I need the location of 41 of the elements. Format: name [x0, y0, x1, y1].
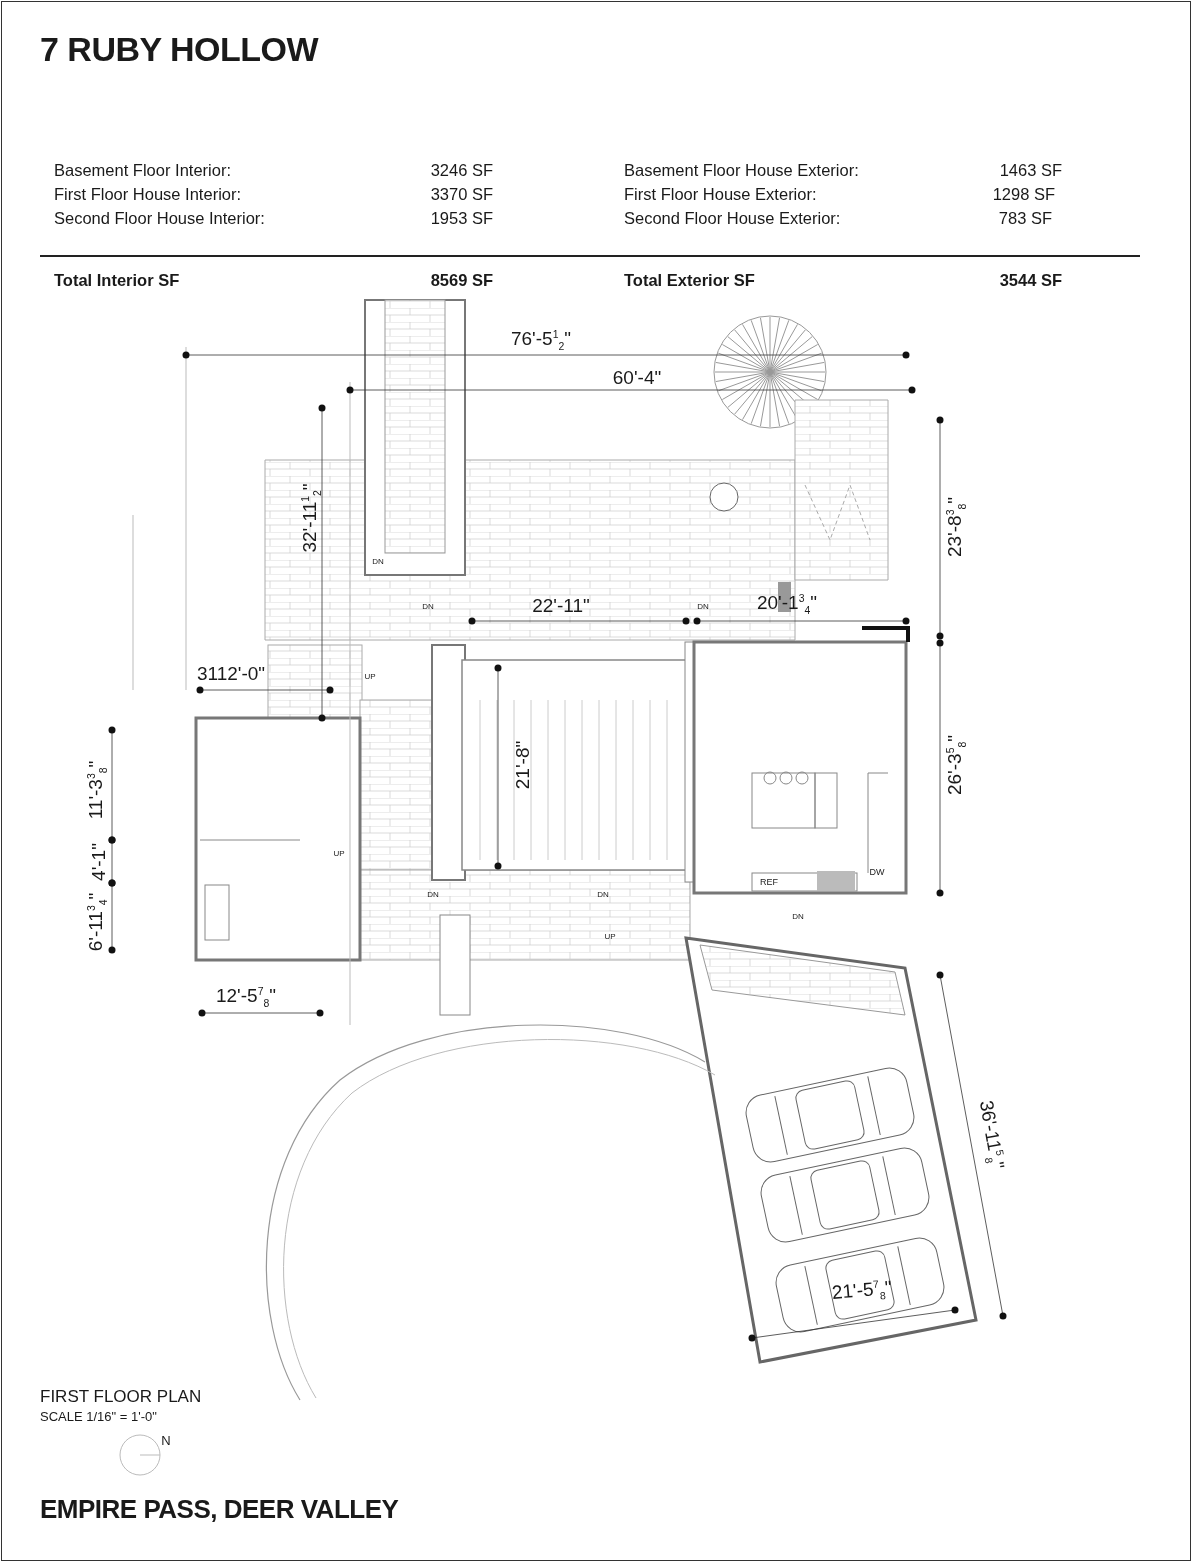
- dimension-label: 12'-5$^{7}$$_{8}$": [216, 986, 276, 1010]
- area-label: Second Floor House Interior:: [54, 209, 265, 227]
- dimension-label: DN: [792, 913, 804, 921]
- dimension-label: DN: [597, 891, 609, 899]
- dimension-label: 21'-5$^{7}$$_{8}$": [831, 1277, 893, 1305]
- area-value: 3246 SF: [430, 161, 493, 179]
- area-label: Total Exterior SF: [624, 271, 755, 289]
- north-label: N: [161, 1433, 171, 1447]
- dimension-label: DN: [372, 558, 384, 566]
- area-value: 1463 SF: [999, 161, 1062, 179]
- dimension-label: 20'-1$^{3}$$_{4}$": [757, 593, 817, 617]
- area-label: Basement Floor Interior:: [54, 161, 231, 179]
- dimension-label: REF: [760, 877, 778, 887]
- dimension-label: DW: [869, 867, 885, 877]
- area-value: 8569 SF: [430, 271, 493, 289]
- area-label: Basement Floor House Exterior:: [624, 161, 859, 179]
- area-label: First Floor House Interior:: [54, 185, 242, 203]
- area-value: 3370 SF: [430, 185, 493, 203]
- dimension-label: UP: [333, 850, 345, 858]
- area-value: 1953 SF: [430, 209, 493, 227]
- dimension-label: DN: [422, 603, 434, 611]
- location-caption: EMPIRE PASS, DEER VALLEY: [40, 1494, 399, 1525]
- plan-label: SCALE 1/16" = 1'-0": [40, 1409, 157, 1423]
- dimension-label: 60'-4": [612, 367, 662, 387]
- area-value: 1298 SF: [992, 185, 1055, 203]
- area-value: 3544 SF: [999, 271, 1062, 289]
- dimension-label: DN: [697, 603, 709, 611]
- dimension-label: 22'-11": [532, 595, 590, 615]
- area-label: Second Floor House Exterior:: [624, 209, 841, 227]
- dimension-label: UP: [364, 673, 376, 681]
- page-title: 7 RUBY HOLLOW: [40, 30, 319, 69]
- area-label: Total Interior SF: [54, 271, 180, 289]
- plan-label: FIRST FLOOR PLAN: [40, 1387, 202, 1405]
- area-value: 783 SF: [998, 209, 1052, 227]
- dimension-label: 76'-5$^{1}$$_{2}$": [511, 329, 571, 353]
- dimension-label: 21'-8": [512, 740, 532, 790]
- dimension-label: 4'-1": [88, 843, 108, 881]
- dimension-label: 3112'-0": [196, 663, 266, 683]
- dimension-label: DN: [427, 891, 439, 899]
- dimension-label: UP: [604, 933, 616, 941]
- area-label: First Floor House Exterior:: [624, 185, 817, 203]
